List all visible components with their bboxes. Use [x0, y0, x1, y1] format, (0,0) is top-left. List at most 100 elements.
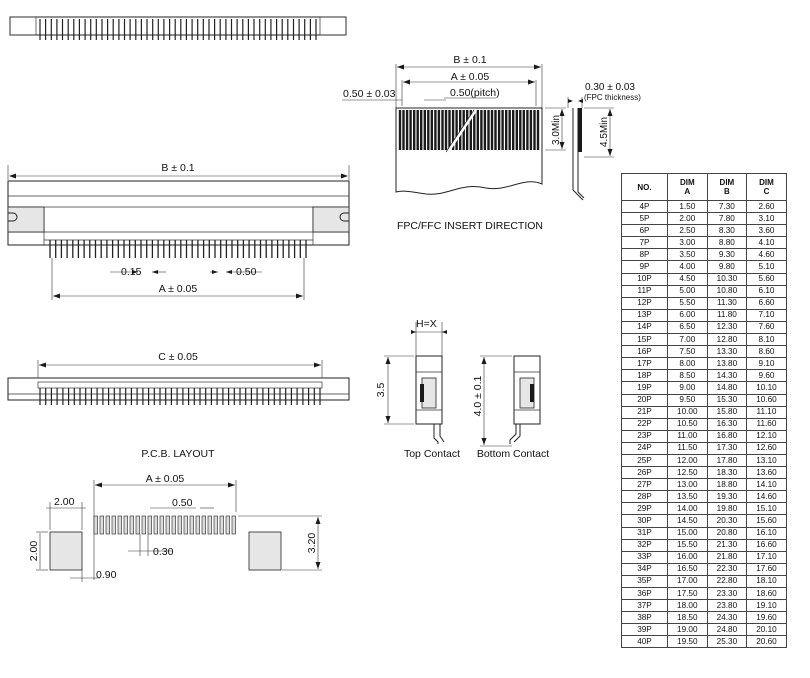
table-cell: 32P — [621, 538, 668, 552]
top-view-spacing-2: 0.50 — [236, 266, 257, 278]
table-cell: 16.60 — [746, 538, 787, 552]
table-cell: 7P — [621, 236, 668, 250]
table-cell: 8.50 — [667, 369, 708, 383]
pcb-pad — [195, 515, 200, 535]
pcb-pitch: 0.50 — [172, 497, 193, 509]
table-cell: 15.30 — [706, 393, 748, 407]
pcb-offset: 0.90 — [96, 569, 117, 581]
table-cell: 23.80 — [706, 599, 748, 613]
table-cell: 11.60 — [746, 417, 787, 431]
header-no: NO. — [621, 173, 668, 201]
thumbnail-pins — [39, 19, 317, 40]
side-height-label: H=X — [416, 318, 437, 330]
table-cell: 14P — [621, 320, 668, 335]
table-cell: 17.80 — [706, 453, 748, 468]
table-cell: 2.50 — [667, 224, 708, 238]
table-cell: 30P — [621, 514, 668, 528]
insert-thickness: 0.30 ± 0.03 — [585, 82, 635, 93]
table-cell: 6.10 — [746, 284, 787, 298]
table-cell: 19.10 — [746, 599, 787, 613]
insert-min-total: 4.5Min — [599, 117, 610, 147]
pcb-pad — [153, 515, 158, 535]
table-cell: 13.50 — [667, 490, 708, 504]
pcb-pad — [201, 515, 206, 535]
table-cell: 24P — [621, 441, 668, 455]
table-cell: 17P — [621, 357, 668, 371]
table-cell: 25.30 — [706, 635, 748, 649]
pcb-pads — [93, 515, 236, 535]
insert-a-dim: A ± 0.05 — [451, 71, 490, 83]
top-view-spacing-1: 0.15 — [121, 266, 142, 278]
table-cell: 20.30 — [706, 514, 748, 528]
pcb-pad — [93, 515, 98, 535]
table-cell: 4.60 — [746, 248, 787, 262]
table-cell: 16.10 — [746, 526, 787, 540]
table-cell: 10.10 — [746, 381, 787, 395]
table-cell: 10.60 — [746, 393, 787, 407]
insert-b-dim: B ± 0.1 — [453, 54, 486, 66]
table-cell: 26P — [621, 466, 668, 480]
table-cell: 5.60 — [746, 272, 787, 286]
bottom-contact-view: 4.0 ± 0.1 Bottom Contact — [472, 355, 549, 460]
table-cell: 9P — [621, 260, 668, 274]
table-cell: 17.50 — [667, 586, 708, 601]
table-cell: 20.60 — [746, 635, 787, 649]
pcb-pad — [207, 515, 212, 535]
table-cell: 6P — [621, 224, 668, 238]
table-cell: 16P — [621, 345, 668, 359]
table-cell: 17.00 — [667, 574, 708, 589]
table-cell: 4P — [621, 199, 668, 214]
table-cell: 4.00 — [667, 260, 708, 274]
table-cell: 27P — [621, 478, 668, 492]
table-cell: 13.30 — [706, 345, 748, 359]
table-cell: 33P — [621, 550, 668, 564]
table-cell: 13.80 — [706, 357, 748, 371]
table-cell: 7.30 — [706, 199, 748, 214]
top-view-b-dim: B ± 0.1 — [161, 162, 194, 174]
side-height-bottom: 4.0 ± 0.1 — [472, 375, 484, 416]
table-cell: 16.80 — [706, 429, 748, 443]
table-cell: 14.30 — [706, 369, 748, 383]
table-cell: 12.80 — [706, 333, 748, 347]
table-cell: 19.50 — [667, 635, 708, 649]
top-contact-caption: Top Contact — [404, 448, 460, 460]
insert-pitch-left: 0.50 ± 0.03 — [343, 88, 396, 100]
table-cell: 37P — [621, 599, 668, 613]
table-cell: 13.00 — [667, 478, 708, 492]
table-cell: 22.80 — [706, 574, 748, 589]
pcb-pad — [225, 515, 230, 535]
table-cell: 11.50 — [667, 441, 708, 455]
table-cell: 15P — [621, 333, 668, 347]
table-cell: 29P — [621, 502, 668, 516]
table-cell: 7.10 — [746, 308, 787, 322]
pcb-pad — [129, 515, 134, 535]
table-cell: 15.50 — [667, 538, 708, 552]
table-cell: 8P — [621, 248, 668, 262]
table-cell: 19.00 — [667, 623, 708, 637]
table-cell: 12.10 — [746, 429, 787, 443]
table-cell: 21P — [621, 405, 668, 419]
table-cell: 5.50 — [667, 296, 708, 310]
table-cell: 10.30 — [706, 272, 748, 286]
table-cell: 12P — [621, 296, 668, 310]
table-cell: 16.00 — [667, 550, 708, 564]
table-cell: 9.80 — [706, 260, 748, 274]
table-cell: 10P — [621, 272, 668, 286]
